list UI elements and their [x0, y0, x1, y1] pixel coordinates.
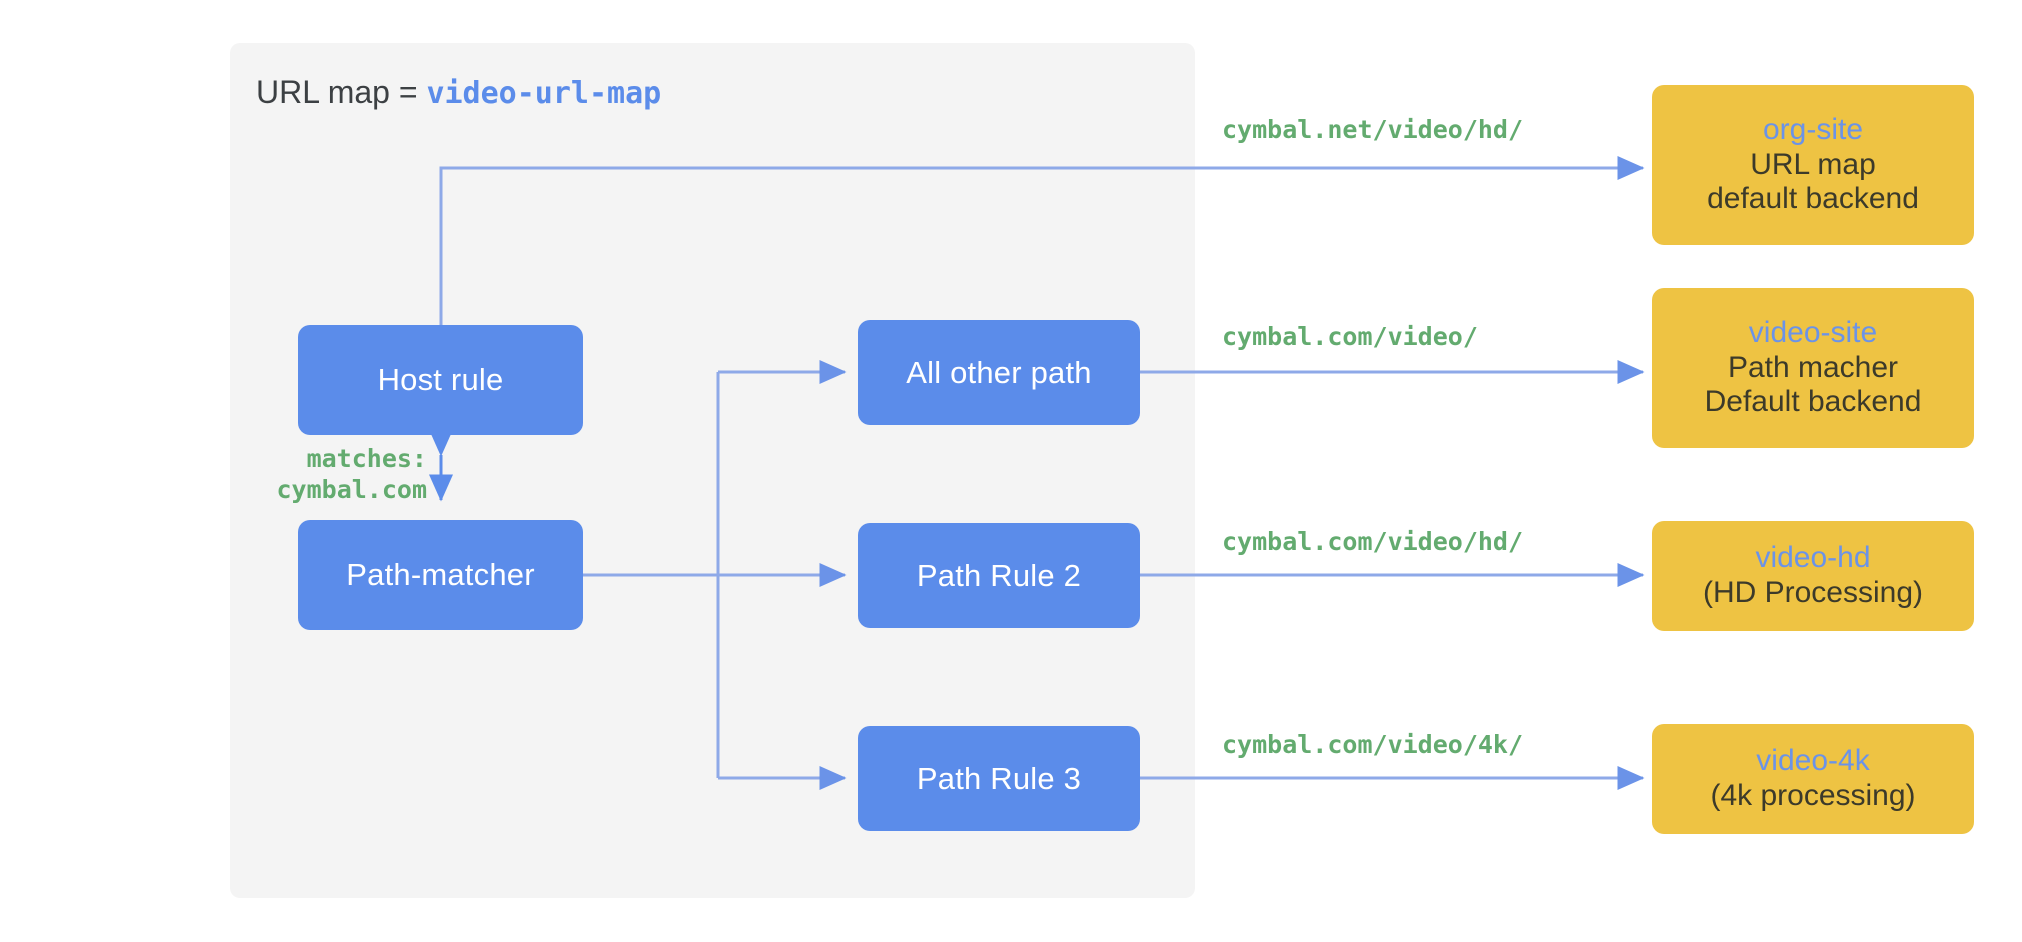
url-label-org-site: cymbal.net/video/hd/ [1222, 115, 1524, 144]
node-all-other-path-label: All other path [906, 354, 1092, 390]
backend-video-4k-line1: (4k processing) [1710, 779, 1916, 812]
backend-video-hd-line1: (HD Processing) [1702, 576, 1924, 609]
backend-video-4k[interactable]: video-4k (4k processing) [1652, 724, 1974, 834]
backend-org-site-name: org-site [1762, 112, 1864, 146]
backend-video-hd[interactable]: video-hd (HD Processing) [1652, 521, 1974, 631]
title-url-map-name: video-url-map [426, 76, 662, 111]
node-path-rule-2-label: Path Rule 2 [916, 557, 1082, 593]
match-condition-line2: cymbal.com [276, 475, 427, 505]
match-condition-line1: matches: [306, 444, 427, 473]
node-path-rule-3[interactable]: Path Rule 3 [858, 726, 1140, 831]
backend-video-site-name: video-site [1748, 315, 1878, 349]
backend-org-site-line1: URL map [1750, 147, 1876, 181]
node-host-rule-label: Host rule [377, 362, 504, 397]
node-path-rule-3-label: Path Rule 3 [916, 760, 1082, 796]
backend-video-site-line1: Path macher [1727, 350, 1899, 384]
backend-video-hd-name: video-hd [1755, 541, 1871, 575]
node-all-other-path[interactable]: All other path [858, 320, 1140, 425]
backend-org-site-line2: default backend [1707, 182, 1919, 216]
node-path-matcher-label: Path-matcher [346, 557, 535, 592]
backend-video-site[interactable]: video-site Path macher Default backend [1652, 288, 1974, 448]
match-condition-label: matches: cymbal.com [262, 443, 427, 506]
url-label-video-site: cymbal.com/video/ [1222, 322, 1478, 351]
backend-org-site[interactable]: org-site URL map default backend [1652, 85, 1974, 245]
backend-video-site-line2: Default backend [1704, 385, 1922, 419]
url-label-video-hd: cymbal.com/video/hd/ [1222, 527, 1524, 556]
url-label-video-4k: cymbal.com/video/4k/ [1222, 730, 1524, 759]
backend-video-4k-name: video-4k [1756, 744, 1870, 778]
node-path-rule-2[interactable]: Path Rule 2 [858, 523, 1140, 628]
page-title: URL map = video-url-map [256, 72, 661, 114]
node-path-matcher[interactable]: Path-matcher [298, 520, 583, 630]
title-prefix: URL map = [256, 74, 427, 110]
node-host-rule[interactable]: Host rule [298, 325, 583, 435]
